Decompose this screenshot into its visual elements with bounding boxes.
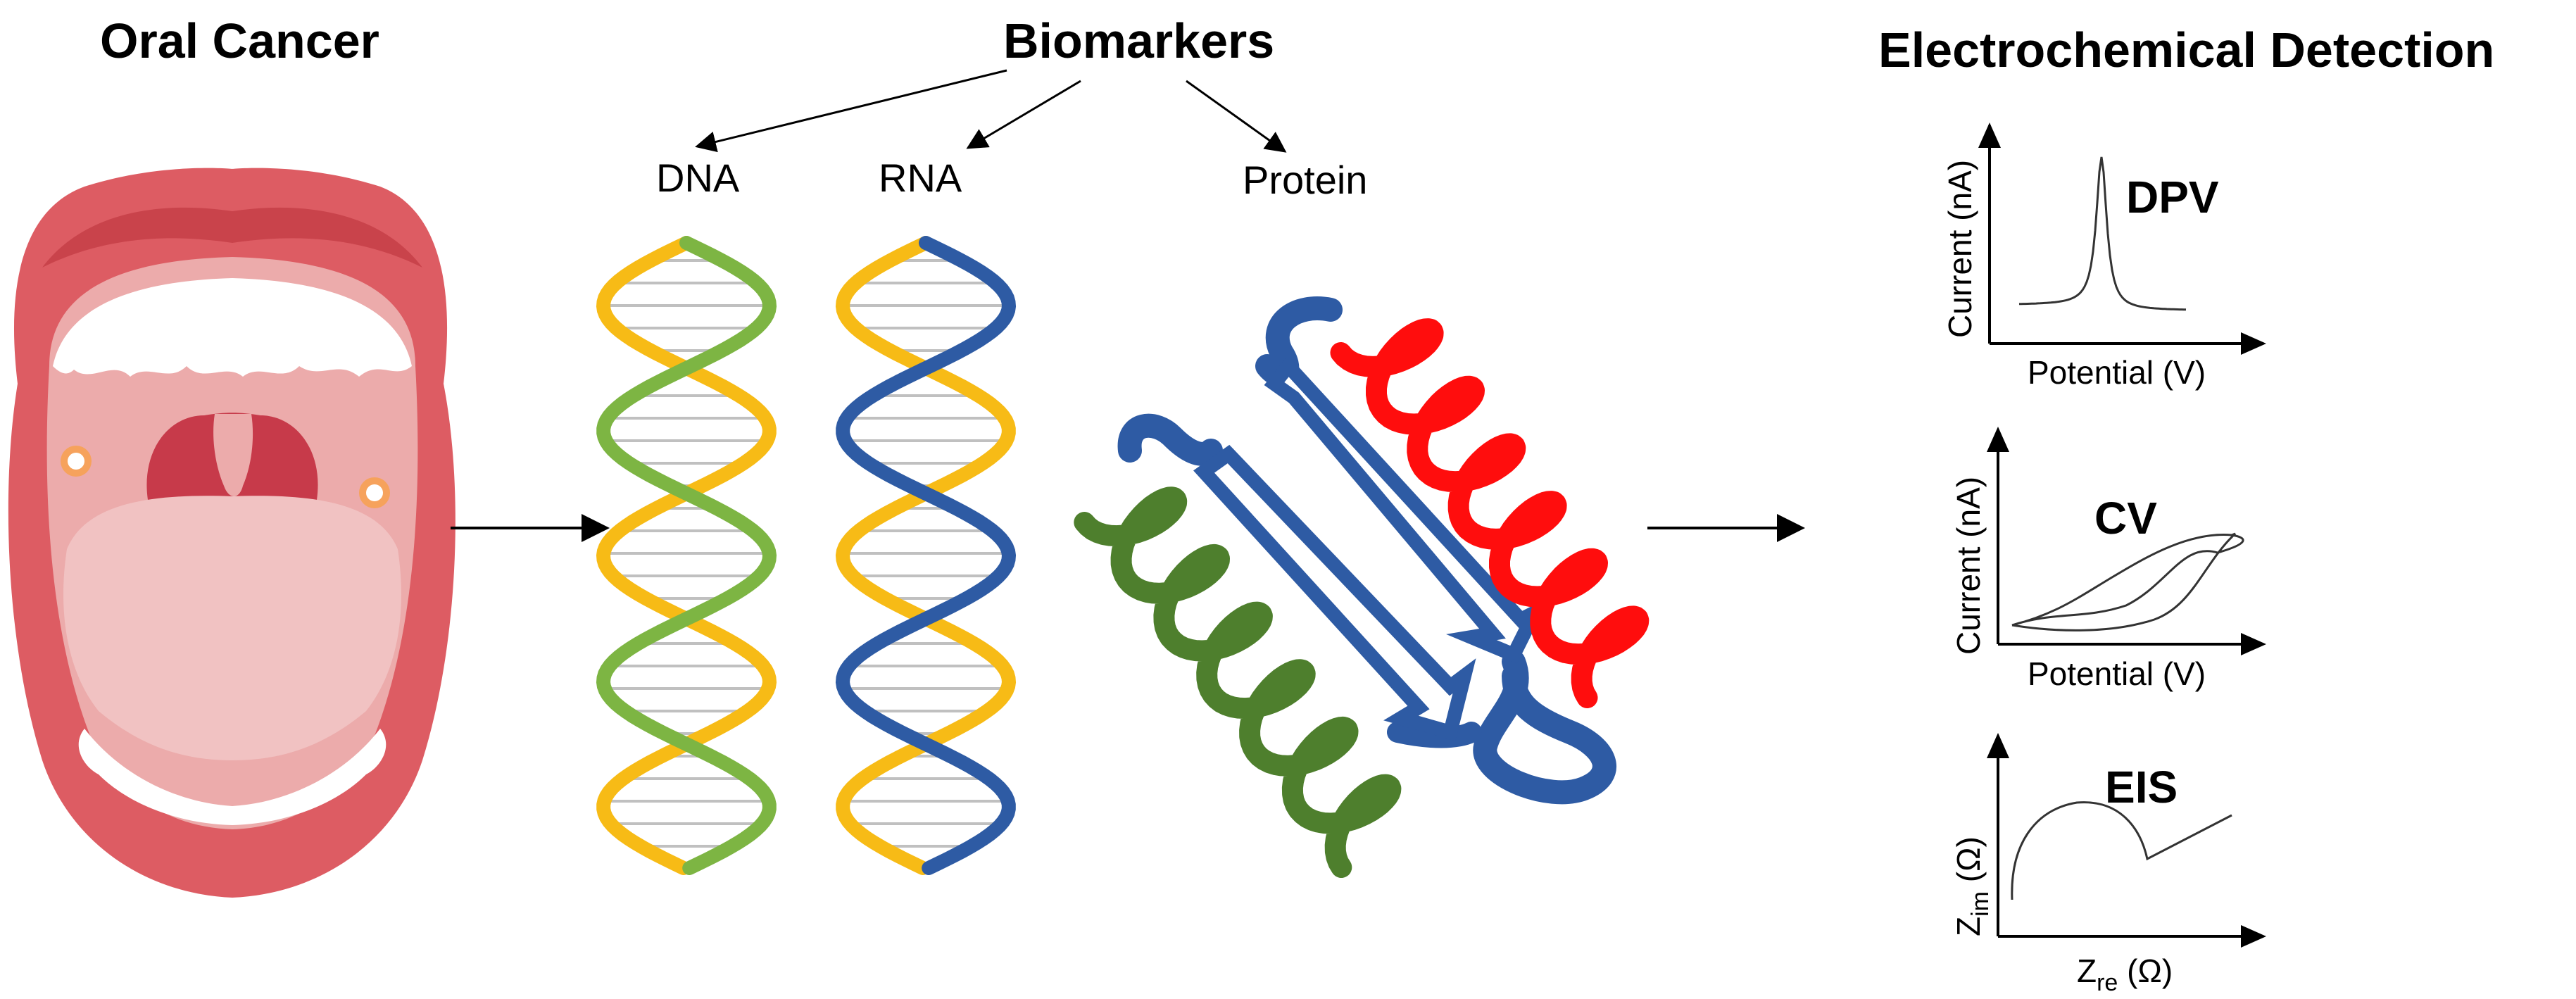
open-mouth-illustration [8,168,455,898]
eis-nyquist-curve [2011,801,2232,900]
protein-green-helix [1074,486,1402,878]
electrochemical-detection-title: Electrochemical Detection [1878,23,2494,77]
protein-blue-loop [1387,722,1482,748]
dna-strand [596,236,777,875]
protein-blue-loop [1255,296,1343,387]
eis-y-axis-label: Zim (Ω) [1950,836,1994,936]
eis-x-axis-label: Zre (Ω) [2077,953,2173,996]
dna-double-helix [596,236,777,875]
arrow-to-protein [1186,80,1287,153]
eis-technique-label: EIS [2105,762,2178,812]
dpv-plot: DPV Potential (V) Current (nA) [1942,122,2266,391]
protein-structure [1074,296,1650,878]
uvula [213,414,253,496]
dpv-peak-curve [2018,156,2187,311]
eis-plot: EIS Zre (Ω) Zim (Ω) [1950,733,2266,996]
cv-technique-label: CV [2094,493,2157,544]
dna-strand [596,236,777,875]
protein-beta-sheet-arrow [1193,444,1476,741]
protein-blue-loop [1473,650,1616,805]
lower-teeth [78,729,387,825]
cv-x-axis-label: Potential (V) [2028,655,2206,692]
protein-red-coil [1330,318,1650,708]
dpv-y-axis-label: Current (nA) [1942,160,1978,338]
arrow-to-dna [695,69,1007,153]
cv-plot: CV Potential (V) Current (nA) [1950,427,2266,692]
rna-label: RNA [879,156,962,200]
right-lesion [359,477,390,508]
arrow-to-rna [966,80,1081,149]
rna-strand [835,236,1017,875]
protein-label: Protein [1243,158,1367,202]
dpv-technique-label: DPV [2126,172,2219,222]
biomarkers-title: Biomarkers [1003,13,1274,68]
tongue [63,496,401,760]
rna-double-helix [835,236,1017,875]
cv-voltammogram-curve [2011,532,2244,632]
protein-blue-loop [1117,413,1223,466]
protein-green-coil [1074,486,1402,878]
protein-beta-sheet-arrow [1264,355,1551,664]
upper-teeth [53,278,412,377]
rna-strand [835,236,1017,875]
cv-y-axis-label: Current (nA) [1950,477,1987,655]
left-lesion [61,446,92,477]
dna-label: DNA [656,156,740,200]
protein-red-helix [1330,318,1650,708]
oral-cancer-title: Oral Cancer [100,13,379,68]
dpv-x-axis-label: Potential (V) [2028,354,2206,391]
